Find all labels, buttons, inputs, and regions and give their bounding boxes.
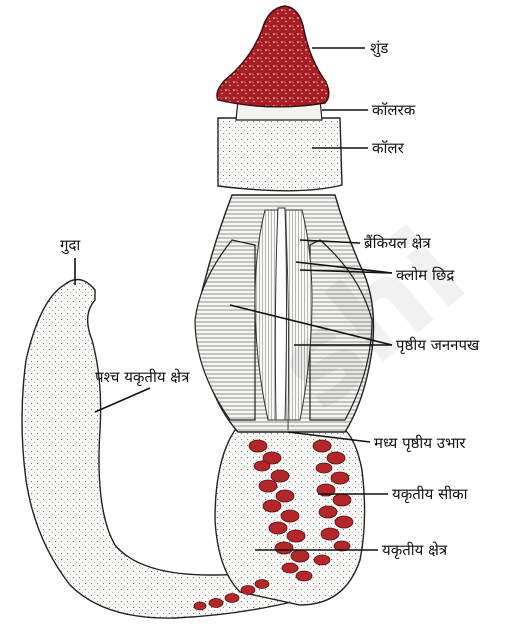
gonad-wing-left <box>195 240 255 420</box>
label-branchial-region: ब्रैंकियल क्षेत्र <box>364 234 431 252</box>
label-proboscis: शुंड <box>370 39 388 57</box>
label-posterior-hepatic-region: पश्च यकृतीय क्षेत्र <box>95 368 189 386</box>
label-mid-dorsal-ridge: मध्य पृष्ठीय उभार <box>374 434 466 452</box>
label-anus: गुदा <box>60 236 80 254</box>
label-gill-slits: क्लोम छिद्र <box>396 266 454 284</box>
label-hepatic-caeca: यकृतीय सीका <box>392 485 468 503</box>
label-dorsal-gonad-wing: पृष्ठीय जननपख <box>396 336 479 354</box>
label-collarette: कॉलरक <box>372 101 415 119</box>
collar <box>218 118 342 191</box>
proboscis <box>217 6 329 107</box>
label-collar: कॉलर <box>372 139 404 157</box>
label-hepatic-region: यकृतीय क्षेत्र <box>382 541 447 559</box>
